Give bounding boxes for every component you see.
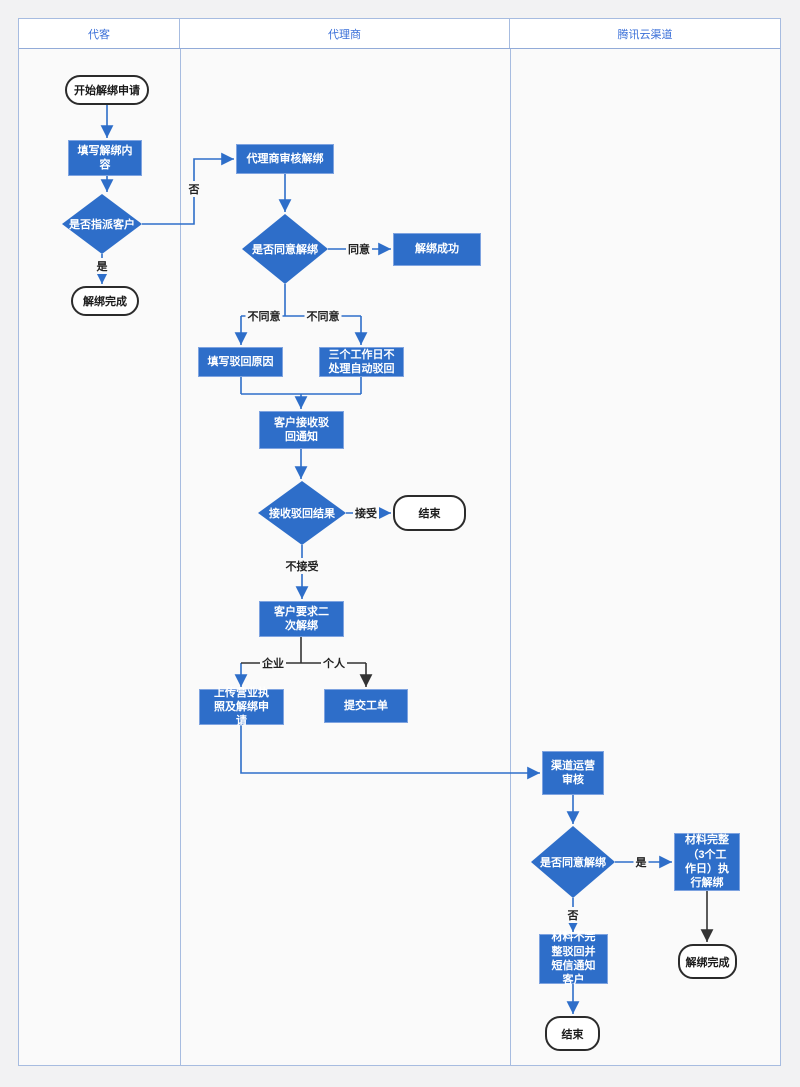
node-upload-license: 上传营业执照及解绑申请 <box>199 687 284 727</box>
node-end-terminal-channel: 结束 <box>545 1016 600 1051</box>
edge-label-disagree-right: 不同意 <box>304 308 342 324</box>
edge-label-personal: 个人 <box>321 655 347 671</box>
diamond-shape <box>242 214 328 284</box>
lane-divider-1 <box>180 19 181 1065</box>
node-submit-ticket: 提交工单 <box>324 689 408 723</box>
edge-label-accept: 接受 <box>353 505 379 521</box>
node-auto-reject-3days: 三个工作日不处理自动驳回 <box>319 347 404 377</box>
edge-label-disagree-left: 不同意 <box>245 308 283 324</box>
edge-label-not-accept: 不接受 <box>283 558 321 574</box>
node-channel-operation-review: 渠道运营审核 <box>542 751 604 795</box>
edge-label-no: 否 <box>186 181 202 197</box>
node-assign-customer-decision: 是否指派客户 <box>62 194 142 254</box>
node-unbind-done-terminal: 解绑完成 <box>71 286 139 316</box>
swimlane-header: 代客 代理商 腾讯云渠道 <box>19 19 780 49</box>
edge-label-yes: 是 <box>94 258 110 274</box>
node-agent-review: 代理商审核解绑 <box>236 144 334 174</box>
node-material-incomplete-reject: 材料不完整驳回并短信通知客户 <box>539 931 608 986</box>
black-connectors <box>241 637 714 942</box>
diamond-shape <box>62 194 142 254</box>
node-receive-reject-result-decision: 接收驳回结果 <box>258 481 346 545</box>
lane-header-customer: 代客 <box>19 19 180 48</box>
lane-divider-2 <box>510 19 511 1065</box>
lane-header-tencent-channel: 腾讯云渠道 <box>617 28 673 41</box>
edge-label-agree: 同意 <box>346 241 372 257</box>
edge-label-no-channel: 否 <box>565 907 581 923</box>
node-end-terminal-agent: 结束 <box>393 495 466 531</box>
node-fill-reject-reason: 填写驳回原因 <box>198 347 283 377</box>
node-customer-receive-reject-notice: 客户接收驳回通知 <box>259 411 344 449</box>
edge-label-yes-channel: 是 <box>633 854 649 870</box>
node-start-terminal: 开始解绑申请 <box>65 75 149 105</box>
node-material-complete-execute: 材料完整（3个工作日）执行解绑 <box>674 833 740 891</box>
edge-label-enterprise: 企业 <box>260 655 286 671</box>
node-agree-unbind-decision-channel: 是否同意解绑 <box>531 826 615 898</box>
lane-header-agent: 代理商 <box>180 19 510 48</box>
flowchart-canvas: 代客 代理商 腾讯云渠道 <box>18 18 781 1066</box>
node-agree-unbind-decision-agent: 是否同意解绑 <box>242 214 328 284</box>
node-unbind-success: 解绑成功 <box>393 233 481 266</box>
diamond-shape <box>258 481 346 545</box>
node-second-unbind-request: 客户要求二次解绑 <box>259 601 344 637</box>
node-unbind-done-terminal-channel: 解绑完成 <box>678 944 737 979</box>
diamond-shape <box>531 826 615 898</box>
node-fill-unbind-content: 填写解绑内容 <box>68 140 142 176</box>
